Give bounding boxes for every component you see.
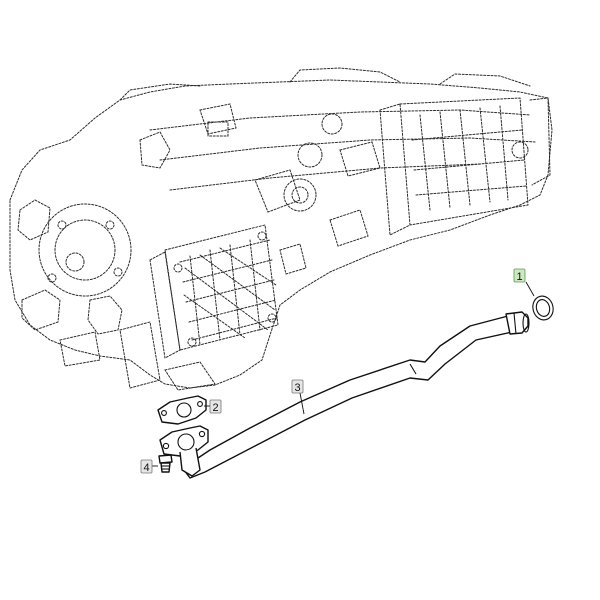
callout-4-label: 4 [143,462,149,474]
callout-2[interactable]: 2 [209,399,222,414]
o-ring-part[interactable] [530,294,556,322]
callout-3[interactable]: 3 [291,379,304,394]
callout-1-box [513,268,526,283]
housing-grid [179,239,278,346]
callout-1[interactable]: 1 [513,268,526,283]
leader-1 [525,281,535,297]
callout-2-label: 2 [212,402,218,414]
transmission-housing [9,67,553,391]
callout-3-label: 3 [294,382,300,394]
bolt-part[interactable] [158,454,173,473]
callout-3-box [291,379,304,394]
leader-3 [299,392,305,415]
callout-1-label: 1 [516,271,522,283]
pipe-flange [159,425,209,477]
callout-4-box [140,459,153,474]
gasket-part[interactable] [157,395,207,425]
pipe-part[interactable] [183,311,530,479]
callout-2-box [209,399,222,414]
callout-4[interactable]: 4 [140,459,153,474]
